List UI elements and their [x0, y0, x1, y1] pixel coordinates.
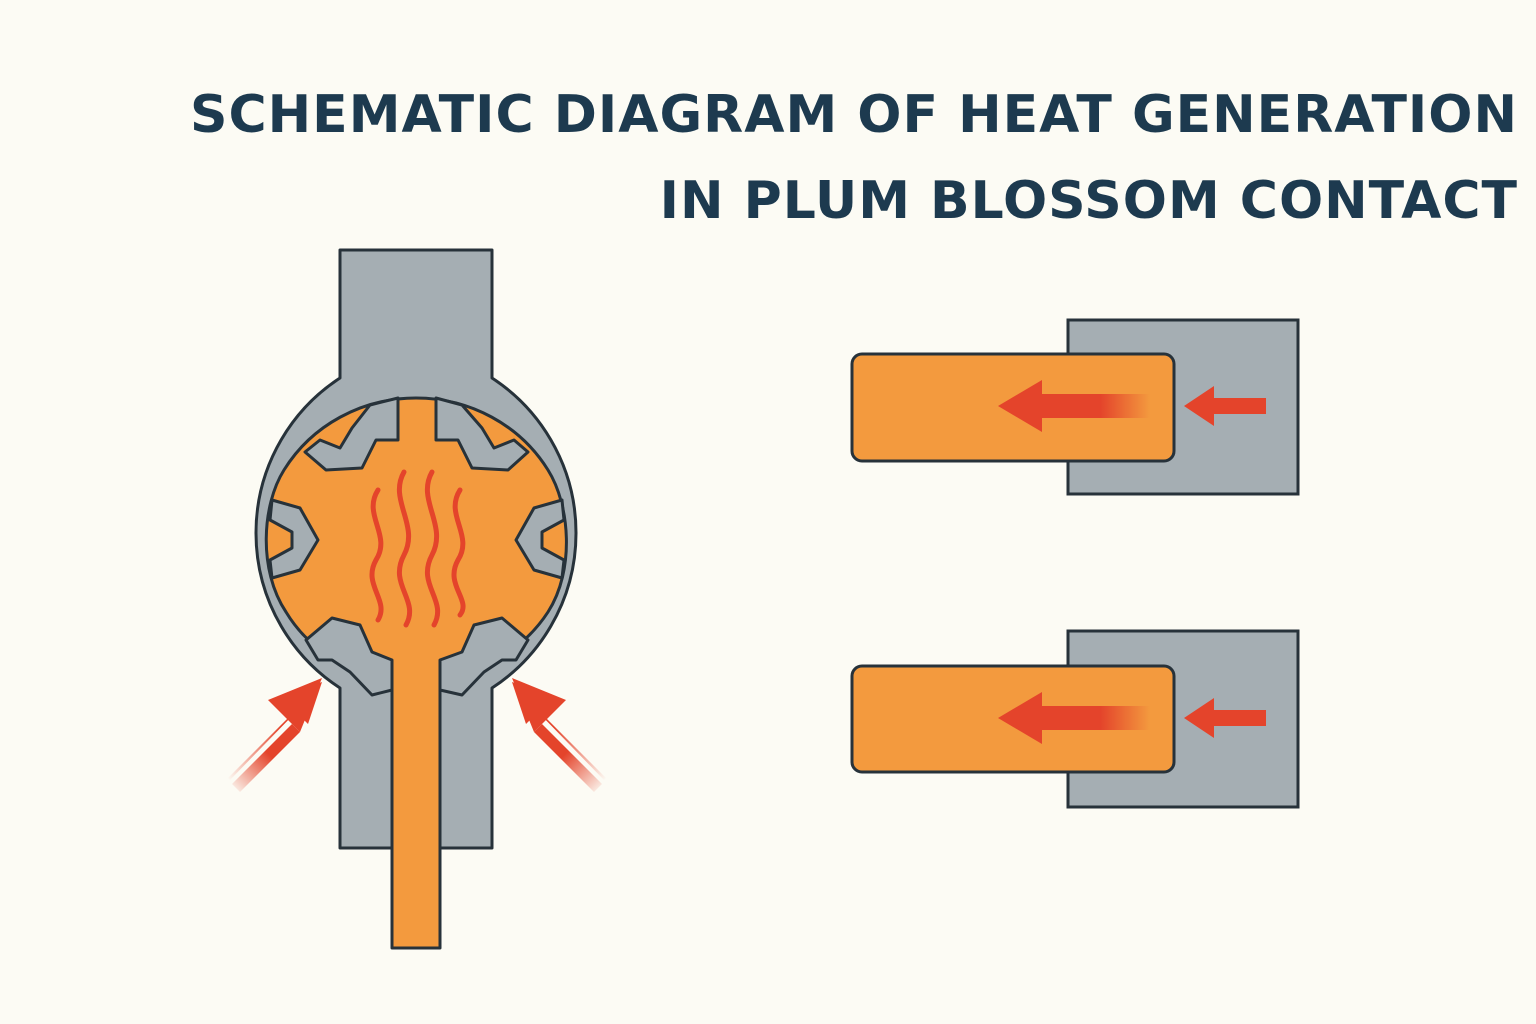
title-line-2: IN PLUM BLOSSOM CONTACT [659, 171, 1518, 231]
force-arrow-icon [228, 678, 606, 792]
finger-bottom-right [438, 616, 530, 697]
wavy-heat-lines-icon [369, 469, 466, 628]
finger-top-right [434, 396, 530, 472]
contact-detail-lower [850, 629, 1300, 809]
current-arrow-icon [998, 380, 1266, 432]
finger-left [268, 498, 320, 580]
contact-detail-upper [850, 318, 1300, 496]
contact-fingers [268, 396, 566, 697]
conductor-core [264, 396, 568, 950]
current-arrow-icon [998, 692, 1266, 744]
plum-blossom-contact [228, 248, 606, 950]
diagram-title: SCHEMATIC DIAGRAM OF HEAT GENERATION IN … [190, 72, 1518, 244]
finger-bottom-left [304, 616, 394, 697]
finger-right [514, 498, 566, 580]
finger-top-left [303, 396, 400, 472]
title-line-1: SCHEMATIC DIAGRAM OF HEAT GENERATION [190, 85, 1518, 145]
